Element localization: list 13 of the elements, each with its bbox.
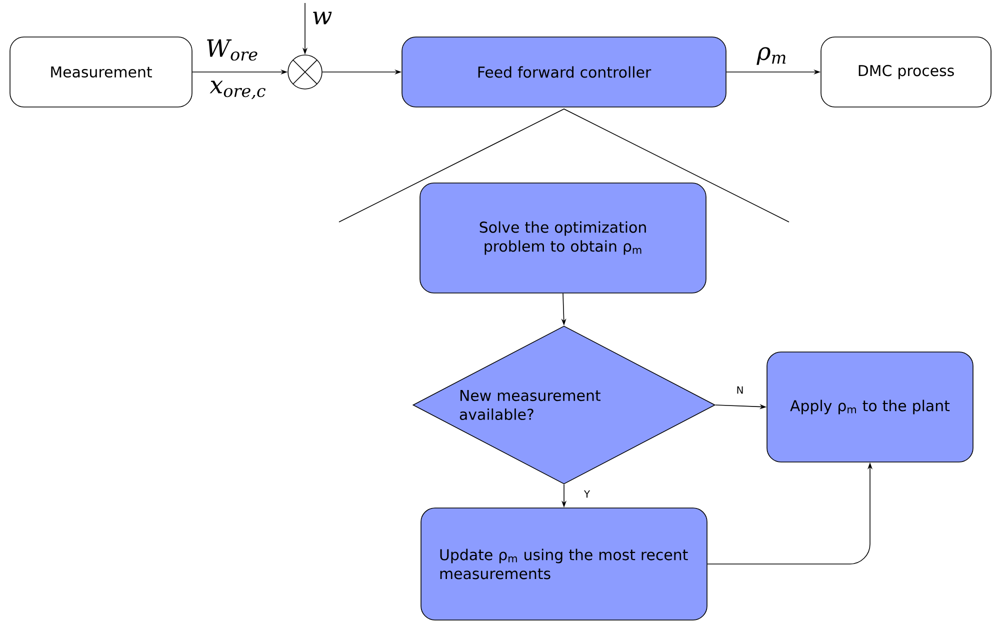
edge-label: ρ$_{m}$ — [756, 46, 788, 66]
process-box: Feed forward controller — [402, 36, 726, 108]
process-box: Solve the optimization problem to obtain ρ$_{m}$ — [420, 182, 706, 294]
process-box: DMC process — [820, 36, 992, 108]
edge-label: w — [310, 10, 334, 26]
signal-label: x$_{ore,c}$ — [208, 80, 268, 100]
summing-junction — [288, 54, 322, 90]
edge-label: N — [735, 385, 745, 395]
edge-label: W$_{ore}$ — [204, 38, 260, 62]
process-box: Update ρ$_{m}$ using the most recent measurements — [420, 508, 708, 620]
process-box: Measurement — [10, 36, 192, 108]
edge-label: Y — [582, 489, 592, 499]
process-box: Apply ρ$_{m}$ to the plant — [766, 352, 974, 462]
